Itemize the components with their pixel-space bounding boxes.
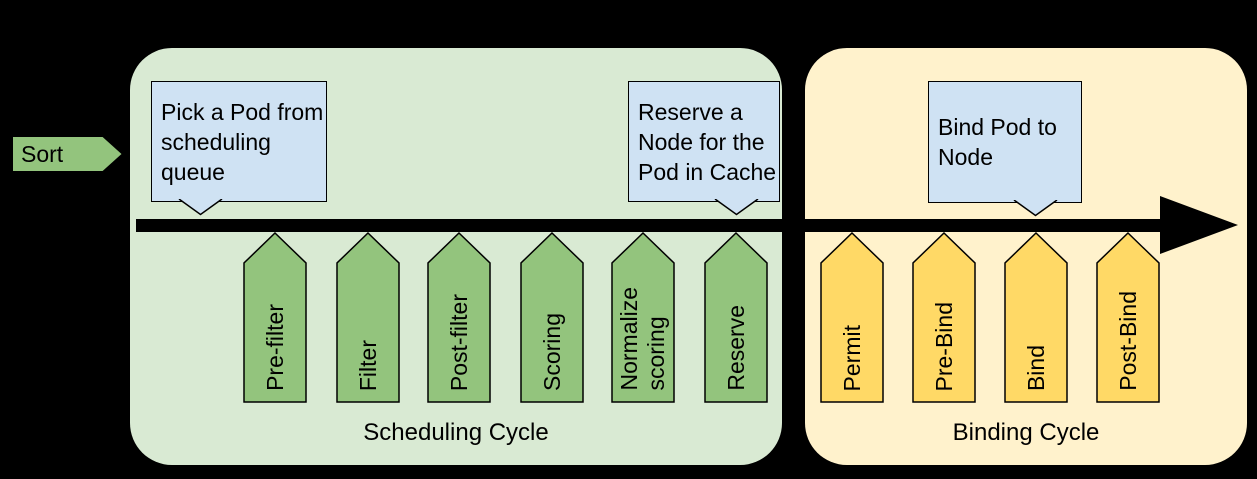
up-arrow-shape <box>520 232 584 403</box>
callout-pointer-icon <box>1013 200 1058 217</box>
up-arrow-shape <box>427 232 491 403</box>
extension-point-label: Filter <box>354 339 381 391</box>
extension-point-label: Permit <box>838 324 865 391</box>
callout-pick-pod: Pick a Pod from scheduling queue <box>151 81 327 216</box>
callout-reserve-node: Reserve a Node for the Pod in Cache <box>628 81 780 216</box>
callout-pointer-icon <box>714 199 759 216</box>
up-arrow-shape <box>820 232 884 403</box>
up-arrow-shape <box>611 232 675 403</box>
extension-point-normalize-scoring: Normalize scoring <box>611 232 675 403</box>
scheduling-cycle-title: Scheduling Cycle <box>363 419 549 446</box>
callout-bind-pod-text: Bind Pod to Node <box>938 114 1057 170</box>
up-arrow-shape <box>336 232 400 403</box>
extension-point-label: Post-Bind <box>1114 291 1141 391</box>
up-arrow-shape <box>1004 232 1068 403</box>
binding-cycle-title: Binding Cycle <box>952 419 1100 446</box>
extension-point-filter: Filter <box>336 232 400 403</box>
callout-pointer-icon <box>178 199 223 216</box>
extension-point-label: Reserve <box>722 305 749 391</box>
extension-point-label: Scoring <box>538 313 565 391</box>
extension-point-pre-filter: Pre-filter <box>243 232 307 403</box>
flow-arrow-head-icon <box>1160 196 1238 254</box>
up-arrow-shape <box>1096 232 1160 403</box>
extension-point-reserve: Reserve <box>704 232 768 403</box>
callout-bind-pod: Bind Pod to Node <box>928 81 1082 217</box>
extension-point-permit: Permit <box>820 232 884 403</box>
extension-point-label: Pre-filter <box>261 304 288 391</box>
callout-reserve-node-text: Reserve a Node for the Pod in Cache <box>638 98 777 185</box>
extension-point-post-bind: Post-Bind <box>1096 232 1160 403</box>
up-arrow-shape <box>243 232 307 403</box>
extension-point-label: Post-filter <box>445 293 472 391</box>
up-arrow-shape <box>704 232 768 403</box>
extension-point-bind: Bind <box>1004 232 1068 403</box>
callout-pick-pod-text: Pick a Pod from scheduling queue <box>161 98 324 185</box>
extension-point-label: Normalize scoring <box>616 287 669 391</box>
right-arrow-shape <box>11 135 124 173</box>
extension-point-label: Bind <box>1022 344 1049 391</box>
extension-point-label: Pre-Bind <box>930 301 957 391</box>
extension-point-post-filter: Post-filter <box>427 232 491 403</box>
sort-arrow-icon: Sort <box>11 135 124 173</box>
flow-arrow-shaft <box>136 219 1160 232</box>
up-arrow-shape <box>912 232 976 403</box>
extension-point-pre-bind: Pre-Bind <box>912 232 976 403</box>
sort-label: Sort <box>21 140 64 167</box>
extension-point-scoring: Scoring <box>520 232 584 403</box>
